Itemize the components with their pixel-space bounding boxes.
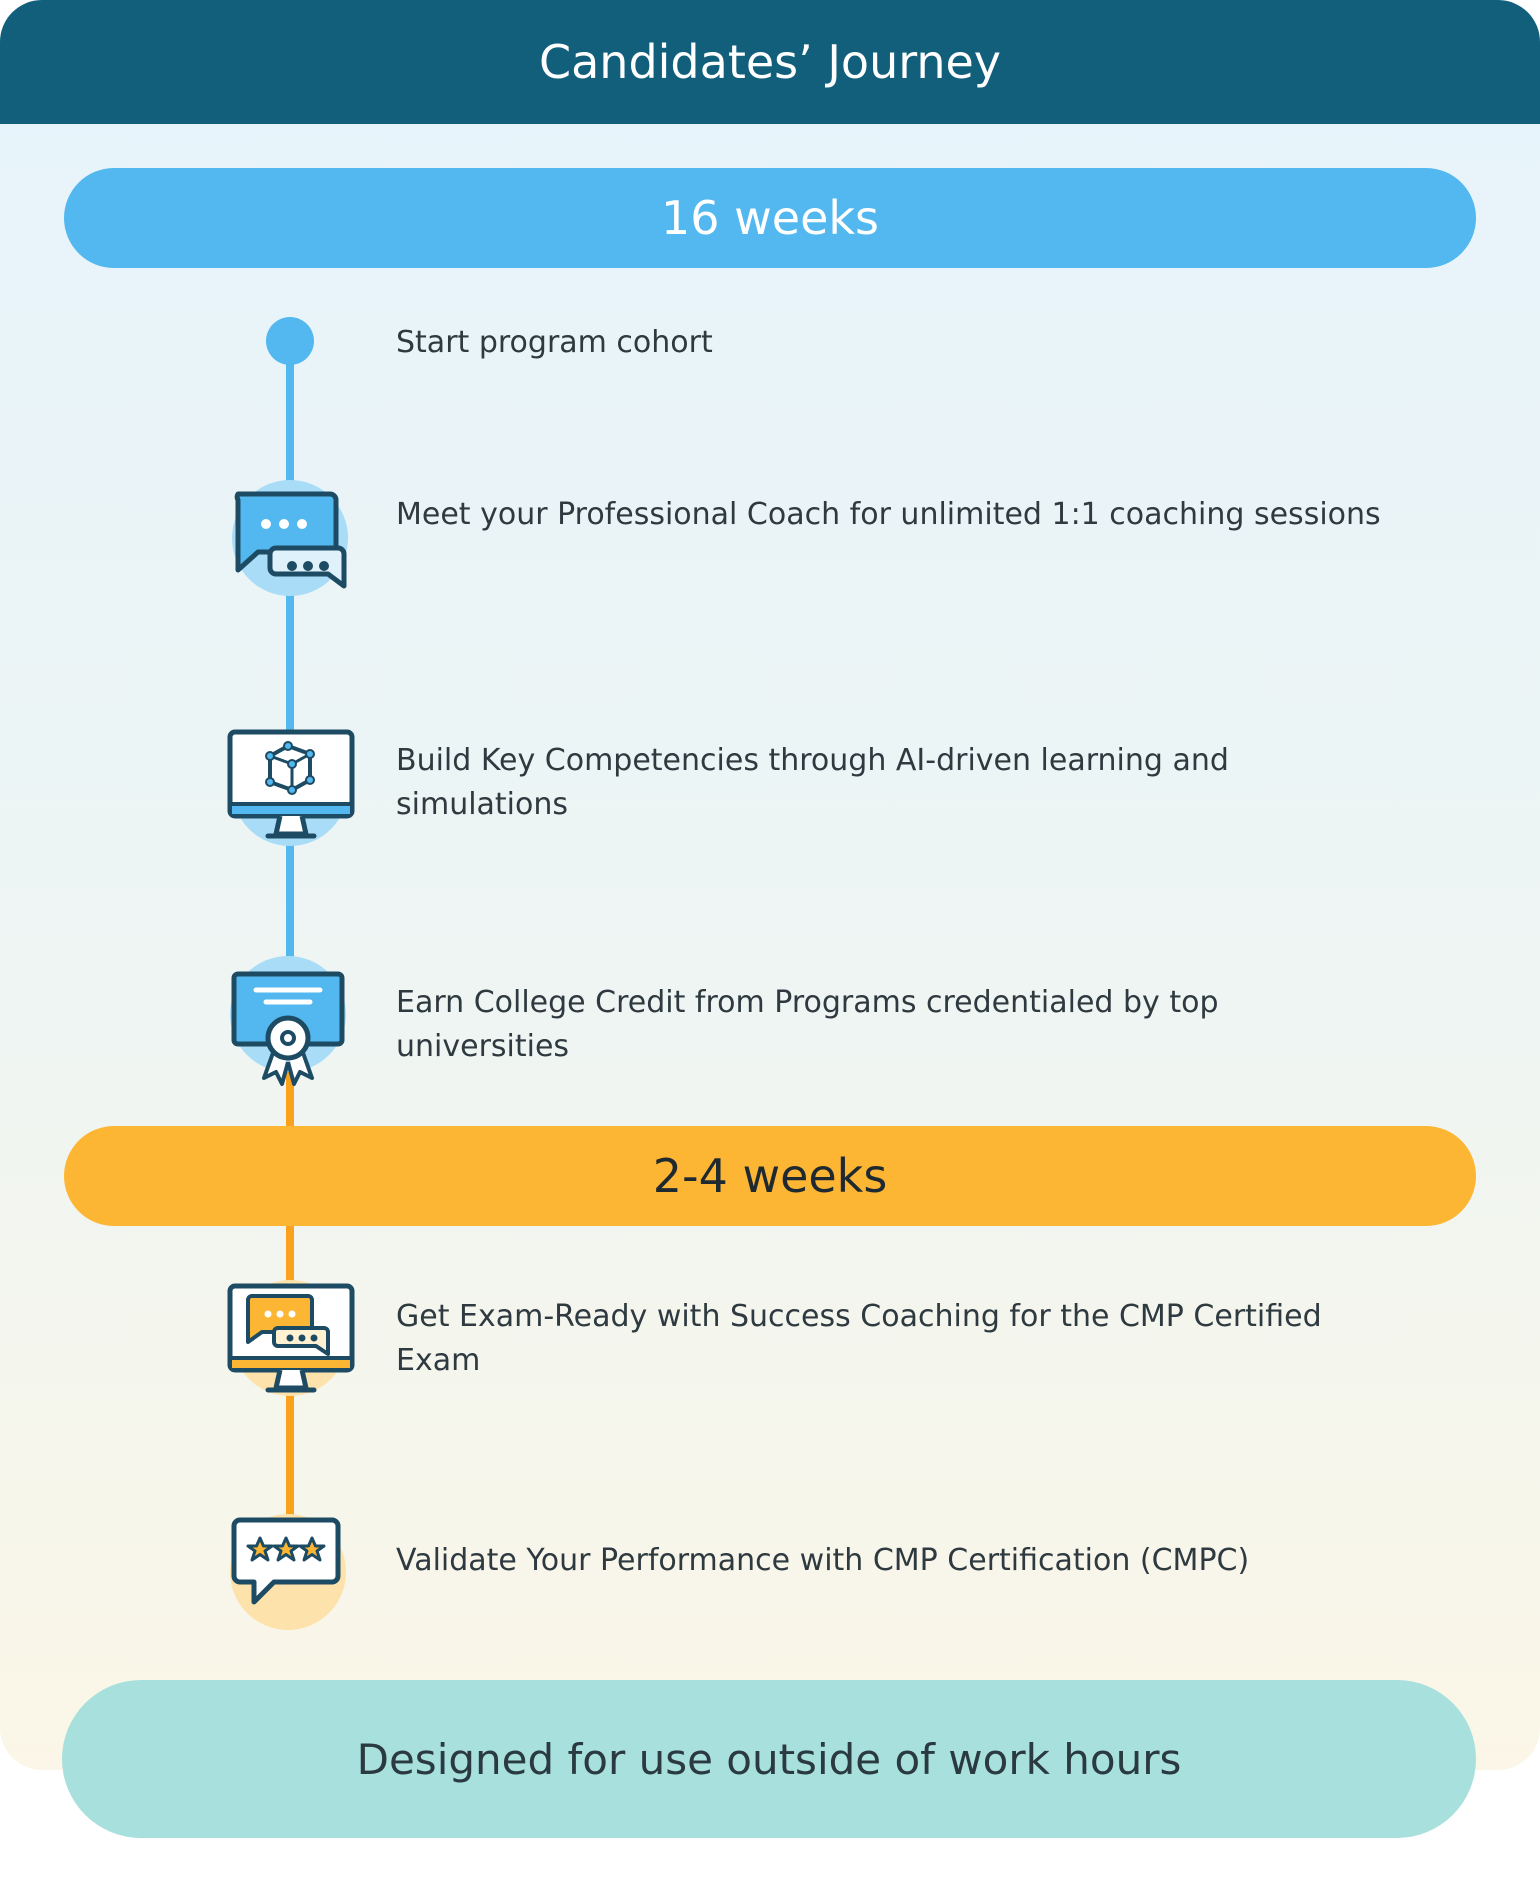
step-text-exam-ready: Get Exam-Ready with Success Coaching for… [396, 1299, 1322, 1378]
journey-card: Candidates’ Journey 16 weeks 2-4 weeks S… [0, 0, 1540, 1770]
star-rating-bubble-icon [220, 1500, 360, 1640]
step-text-validate: Validate Your Performance with CMP Certi… [396, 1543, 1250, 1578]
timeline-line-blue [286, 340, 294, 1070]
step-text-start: Start program cohort [396, 325, 713, 360]
step-text-competencies: Build Key Competencies through AI-driven… [396, 743, 1229, 822]
footer-banner: Designed for use outside of work hours [62, 1680, 1476, 1838]
start-dot [266, 317, 314, 365]
phase-banner-2-4-weeks: 2-4 weeks [64, 1126, 1476, 1226]
page-title: Candidates’ Journey [0, 0, 1540, 124]
timeline-line-orange-top [286, 1070, 294, 1126]
monitor-cube-icon [220, 712, 360, 852]
step-text-coach: Meet your Professional Coach for unlimit… [396, 497, 1381, 532]
monitor-chat-icon [220, 1266, 360, 1406]
step-text-college-credit: Earn College Credit from Programs creden… [396, 985, 1219, 1064]
certificate-icon [220, 952, 360, 1092]
chat-bubbles-icon [220, 468, 360, 608]
phase-banner-16-weeks: 16 weeks [64, 168, 1476, 268]
